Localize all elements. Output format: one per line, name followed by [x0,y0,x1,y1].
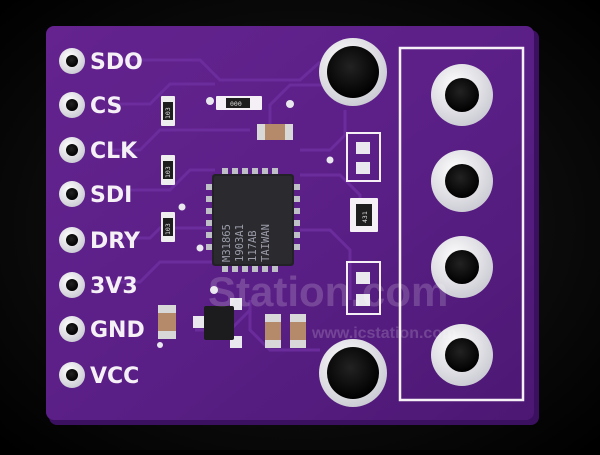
resistor-r4: 431 [350,198,378,232]
pin-label-dry: DRY [90,229,141,254]
chip-marking-line-1: M31865 [221,224,233,262]
left-pin-pads [59,48,85,388]
pin-pad-sdo [59,48,85,74]
pin-label-gnd: GND [90,318,145,343]
pin-labels: SDO CS CLK SDI DRY 3V3 GND VCC [90,50,145,389]
header-pad-2 [431,150,493,212]
vias [157,97,334,348]
resistor-r5-code: 000 [230,100,242,108]
resistor-r5: 000 [216,96,262,110]
pin-pad-sdi [59,181,85,207]
watermark-large: Station.com [208,268,448,315]
pin-pad-gnd [59,316,85,342]
main-ic-chip: M31865 1903A1 117AB TAIWAN [206,168,300,272]
pin-label-vcc: VCC [90,364,139,389]
resistor-r1-code: 103 [164,107,172,119]
header-pad-4 [431,324,493,386]
capacitor-c1 [257,124,293,140]
pin-pad-clk [59,137,85,163]
chip-marking-line-2: 1903A1 [234,224,246,262]
chip-marking-line-4: TAIWAN [260,224,272,262]
resistor-r2: 103 [161,155,175,185]
mounting-hole-bottom [319,339,387,407]
header-pad-3 [431,236,493,298]
pin-label-cs: CS [90,94,122,119]
resistor-r1: 103 [161,96,175,126]
footprint-upper [346,132,381,182]
header-pad-1 [431,64,493,126]
resistor-r3: 103 [161,212,175,242]
mounting-hole-top [319,38,387,106]
header-pads [431,64,493,386]
capacitor-c3 [265,314,281,348]
footprint-lower [346,261,381,315]
capacitor-c4 [290,314,306,348]
chip-marking-line-3: 117AB [247,230,259,262]
pin-pad-3v3 [59,272,85,298]
pin-label-clk: CLK [90,139,138,164]
pin-label-sdi: SDI [90,183,132,208]
pin-pad-dry [59,227,85,253]
watermark-url: www.icstation.com [311,325,456,342]
pin-label-3v3: 3V3 [90,274,138,299]
resistor-r3-code: 103 [164,223,172,235]
header-outline [398,46,525,402]
capacitor-c2 [158,305,176,339]
transistor [193,298,242,348]
resistor-r4-code: 431 [361,211,369,223]
pin-pad-cs [59,92,85,118]
pin-pad-vcc [59,362,85,388]
resistor-r2-code: 103 [164,166,172,178]
pin-label-sdo: SDO [90,50,143,75]
